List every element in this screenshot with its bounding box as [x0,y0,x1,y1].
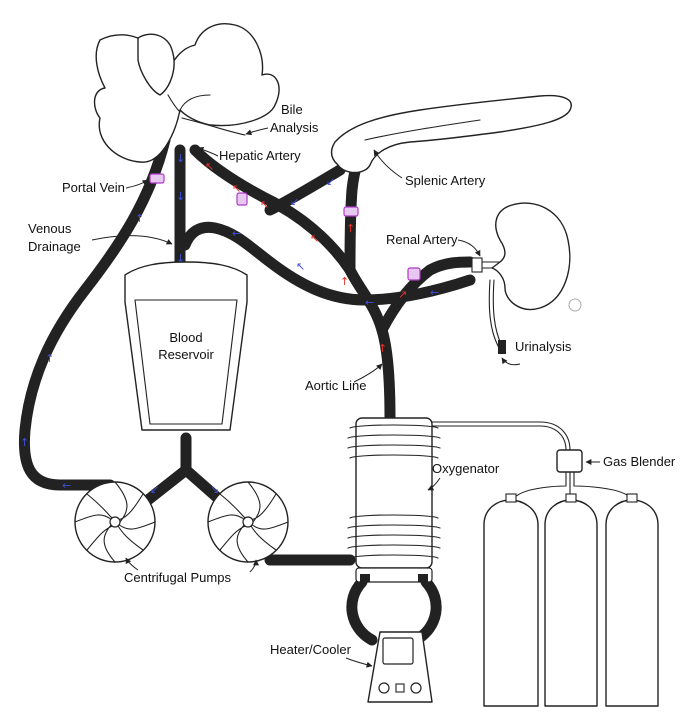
clamp [407,267,421,281]
arterial-arrow: ↖ [205,160,214,173]
venous-arrow: ← [430,286,439,299]
arterial-arrow: ↑ [378,342,387,355]
heater-cooler [367,631,433,703]
venous-arrow: ↓ [176,190,185,203]
heater-cooler-label: Heater/Cooler [270,642,352,657]
clamp [236,192,248,206]
tubing-clamps [149,173,421,281]
arterial-arrow: ↖ [232,182,241,195]
venous-drainage-label-line2: Drainage [28,239,81,254]
gas-cylinders [483,493,659,707]
venous-arrow: ↘ [210,483,219,496]
venous-arrow: ← [232,227,241,240]
centrifugal-pump-left [74,481,156,563]
flow-arrows: ↑ ↑ ↖ ↖ ↖ ↖ ↑ ↗ ← ← ↖ ← ↓ ↓ ↓ ↙ ↙ ↑ ↑ ↑ … [20,152,439,496]
arterial-arrow: ↖ [260,198,269,211]
venous-arrow: ↙ [290,195,299,208]
portal-vein-label: Portal Vein [62,180,125,195]
kidney-icon [471,202,582,354]
oxygenator [347,417,441,583]
arterial-arrow: ↑ [340,275,349,288]
venous-arrow: ↓ [176,152,185,165]
gas-blender-label: Gas Blender [603,454,676,469]
venous-arrow: ↑ [20,436,29,449]
oxygenator-label: Oxygenator [432,461,500,476]
centrifugal-pumps-label: Centrifugal Pumps [124,570,231,585]
gas-cylinder [544,499,598,707]
spleen-icon [330,94,572,174]
renal-artery-label: Renal Artery [386,232,458,247]
urinalysis-label: Urinalysis [515,339,572,354]
gas-blender [556,449,583,473]
arterial-arrow: ↗ [398,288,407,301]
venous-arrow: ↙ [150,483,159,496]
venous-arrow: ↑ [135,212,144,225]
bile-analysis-label-line1: Bile [281,102,303,117]
blood-reservoir: Blood Reservoir [124,261,248,431]
blood-reservoir-label-line1: Blood [169,330,202,345]
gas-cylinder [605,499,659,707]
bile-analysis-label-line2: Analysis [270,120,319,135]
clamp [149,173,165,184]
clamp [343,206,359,217]
venous-arrow: ↙ [326,175,335,188]
arterial-arrow: ↖ [310,232,319,245]
venous-arrow: ↓ [176,252,185,265]
venous-drainage-label-line1: Venous [28,221,72,236]
splenic-artery-label: Splenic Artery [405,173,486,188]
blood-reservoir-label-line2: Reservoir [158,347,214,362]
liver-icon [93,23,280,163]
aortic-line-label: Aortic Line [305,378,366,393]
hepatic-artery-label: Hepatic Artery [219,148,301,163]
venous-arrow: ↖ [296,260,305,273]
venous-arrow: ↑ [45,352,54,365]
venous-arrow: ← [365,296,374,309]
venous-arrow: ← [62,479,71,492]
centrifugal-pump-right [207,481,289,563]
gas-cylinder [483,499,539,707]
arterial-arrow: ↑ [346,222,355,235]
